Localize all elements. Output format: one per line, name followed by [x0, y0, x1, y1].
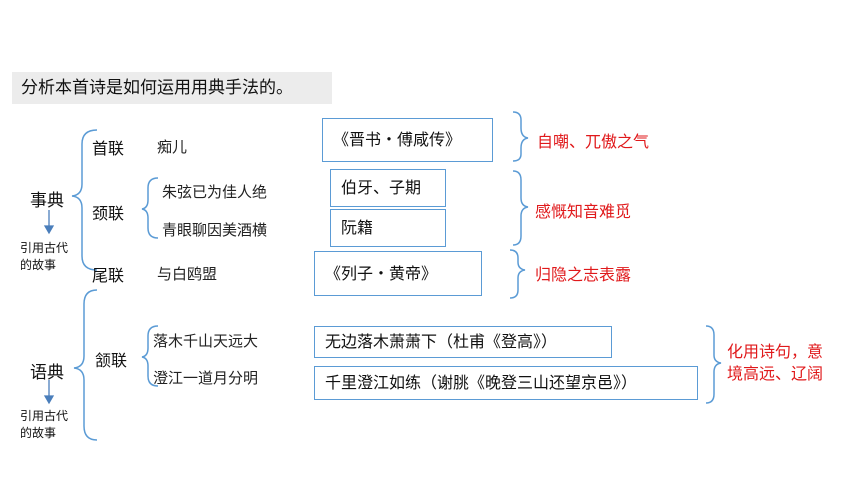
note-bracket-1	[512, 111, 529, 162]
source-box-denggao: 无边落木萧萧下（杜甫《登高》）	[314, 326, 612, 358]
yudian-sub-line-2: 的故事	[20, 426, 57, 440]
note-huayong-line-2: 境高远、辽阔	[727, 364, 824, 383]
source-box-boya: 伯牙、子期	[330, 169, 446, 207]
yudian-sub-line-1: 引用古代	[20, 409, 69, 423]
poem-weilian: 与白鸥盟	[157, 265, 218, 283]
shidian-sub-line-1: 引用古代	[20, 241, 69, 255]
source-box-ruanji: 阮籍	[330, 209, 446, 247]
row-label-jinglian: 颈联	[92, 204, 125, 223]
source-box-jinshu: 《晋书・傅咸传》	[322, 118, 493, 162]
note-zichao: 自嘲、兀傲之气	[537, 132, 650, 151]
shidian-label: 事典	[30, 191, 64, 211]
note-guiyin: 归隐之志表露	[535, 265, 632, 284]
poem-hanlian-line-2: 澄江一道月分明	[153, 369, 259, 387]
shidian-brace	[71, 129, 98, 271]
poem-jinglian-line-2: 青眼聊因美酒横	[162, 221, 268, 239]
note-huayong-line-1: 化用诗句，意	[727, 342, 824, 361]
note-zhiyin: 感慨知音难觅	[535, 202, 632, 221]
row-label-shoulian: 首联	[92, 139, 125, 158]
hanlian-brace	[141, 325, 159, 387]
row-label-weilian: 尾联	[92, 266, 125, 285]
yudian-label: 语典	[30, 363, 64, 383]
row-label-hanlian: 颔联	[95, 351, 128, 370]
question-title: 分析本首诗是如何运用用典手法的。	[12, 72, 332, 104]
yudian-brace	[73, 289, 98, 441]
source-box-xietiao: 千里澄江如练（谢朓《晚登三山还望京邑》）	[314, 366, 698, 400]
jinglian-brace	[141, 177, 159, 239]
note-bracket-4	[705, 325, 722, 404]
note-bracket-3	[509, 249, 526, 299]
poem-shoulian: 痴儿	[157, 138, 188, 156]
note-bracket-2	[512, 170, 529, 246]
shidian-sub-line-2: 的故事	[20, 258, 57, 272]
poem-jinglian-line-1: 朱弦已为佳人绝	[162, 183, 268, 201]
source-box-liezi: 《列子・黄帝》	[314, 251, 482, 296]
poem-hanlian-line-1: 落木千山天远大	[153, 332, 259, 350]
